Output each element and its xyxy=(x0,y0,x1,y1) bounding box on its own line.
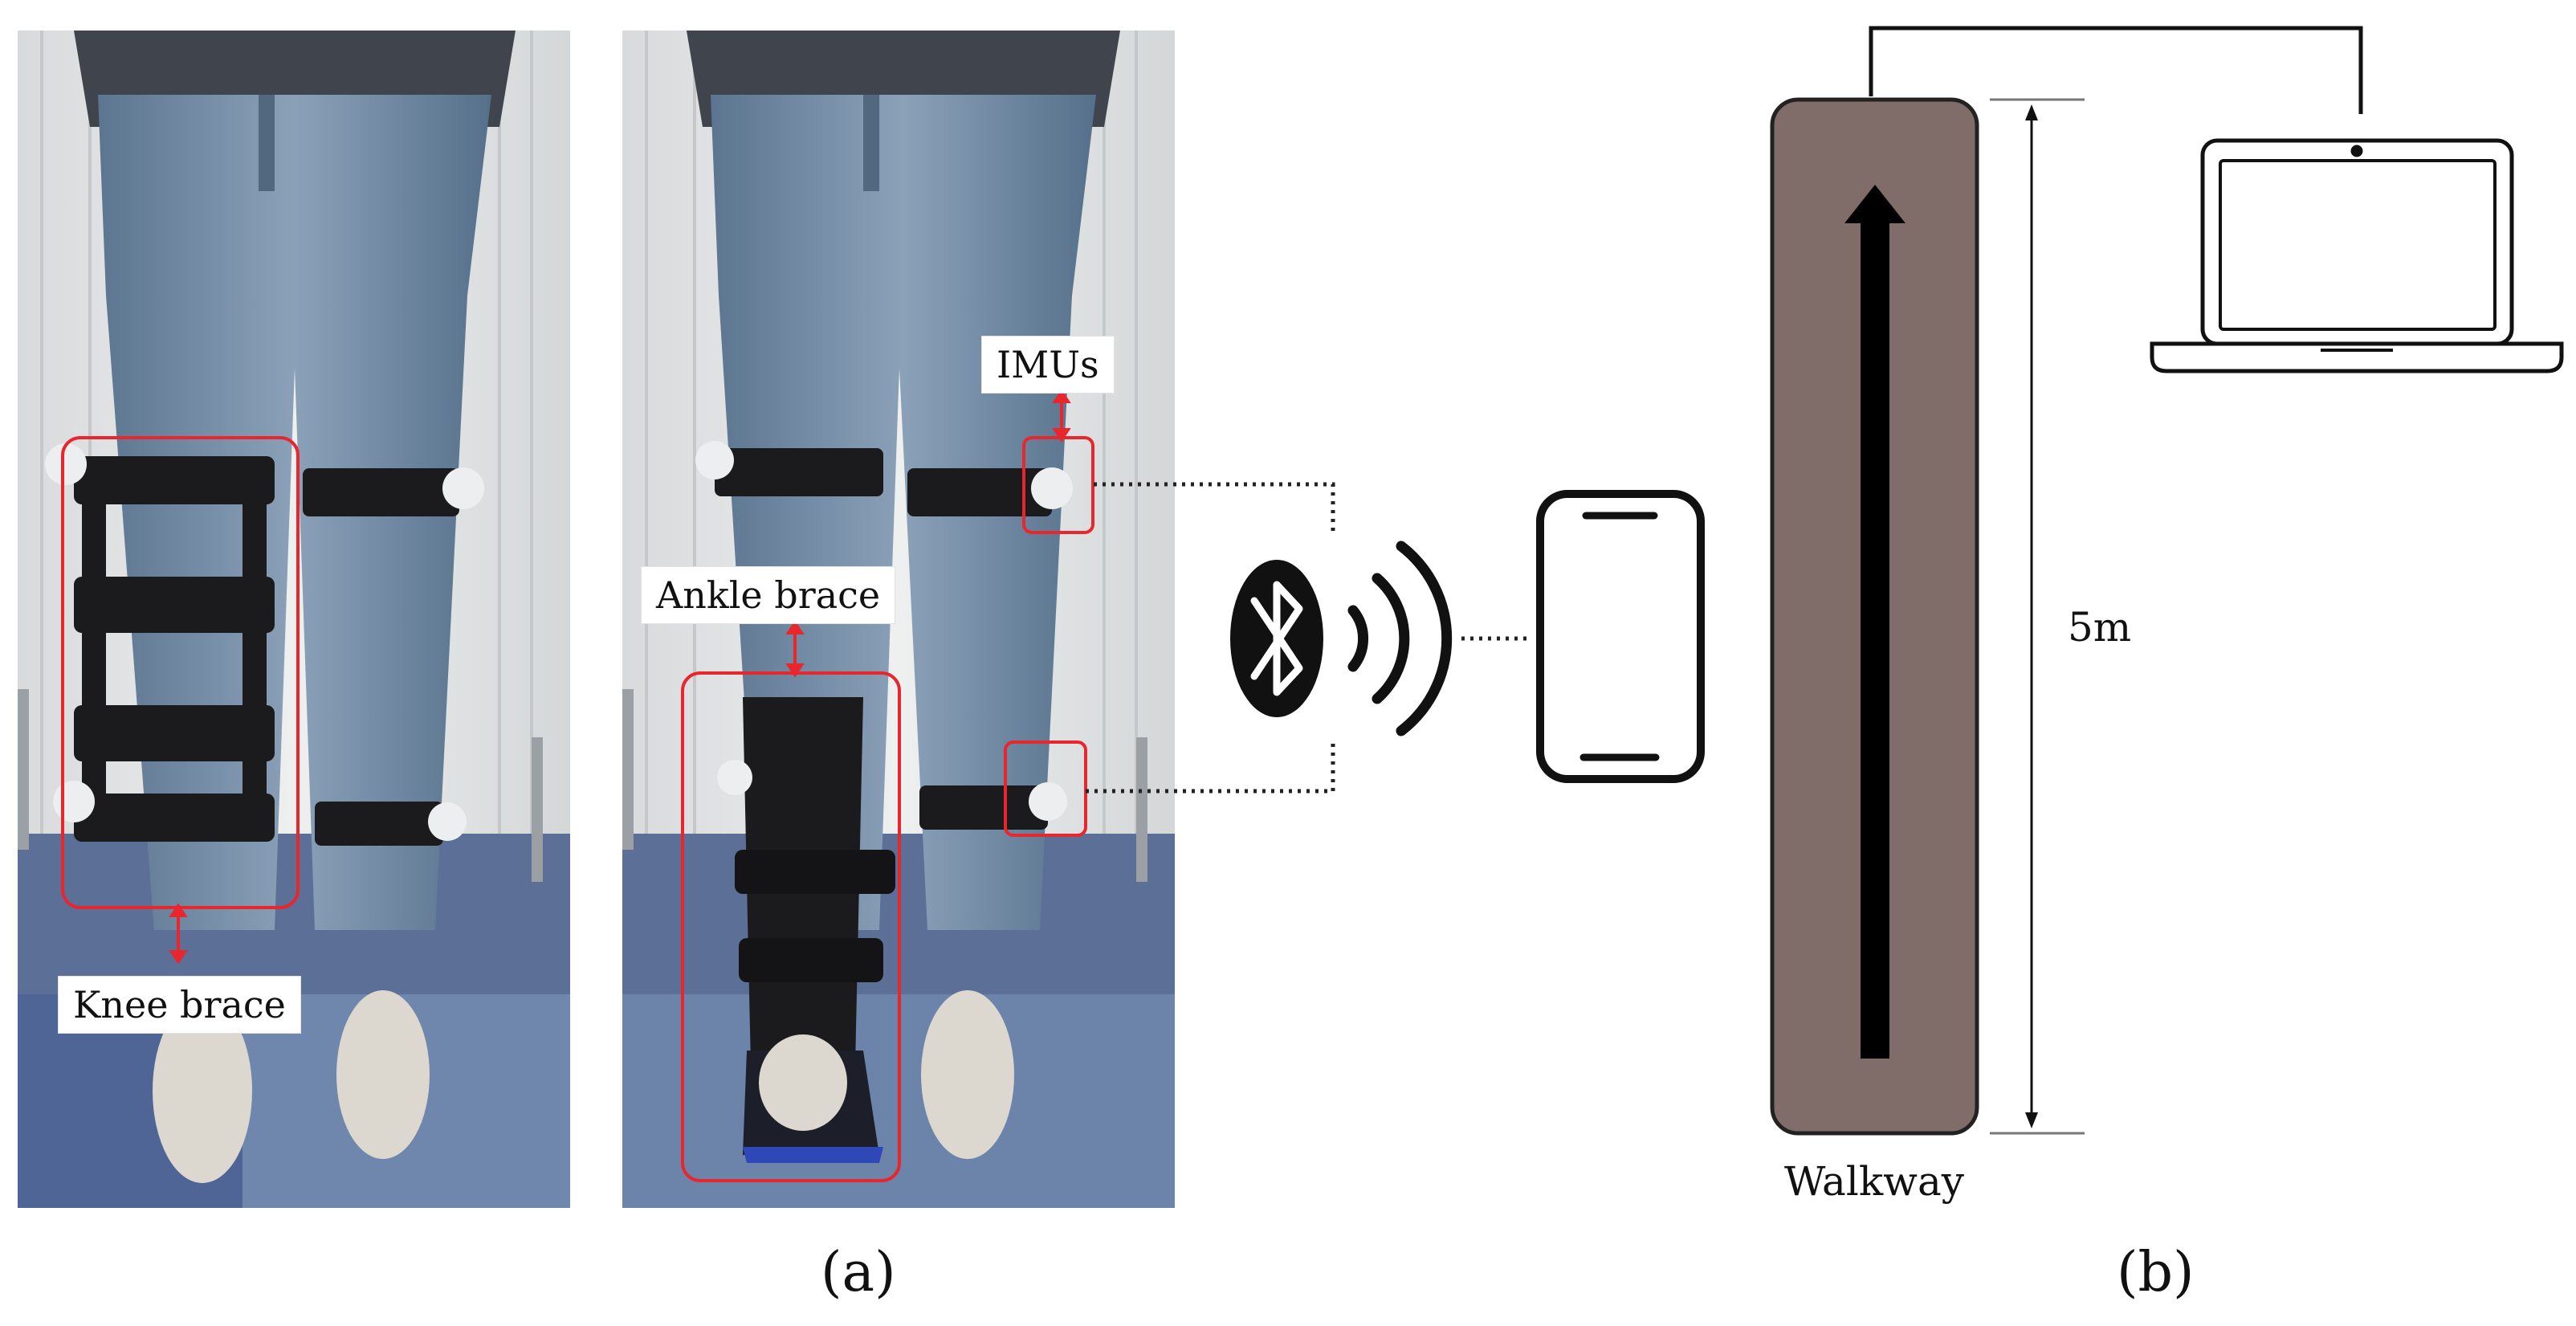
laptop-icon xyxy=(2150,138,2564,373)
panel-a-label: (a) xyxy=(821,1241,896,1304)
knee-brace-label: Knee brace xyxy=(58,976,301,1034)
ankle-brace-highlight xyxy=(681,671,901,1182)
imu-thigh-highlight xyxy=(1022,436,1094,534)
distance-label: 5m xyxy=(2068,604,2132,651)
bluetooth-icon xyxy=(1230,560,1323,717)
up-arrow-icon xyxy=(1844,185,1906,1059)
smartphone-icon xyxy=(1536,490,1705,783)
walkway-label: Walkway xyxy=(1784,1158,1964,1205)
imus-label: IMUs xyxy=(981,336,1115,394)
knee-brace-highlight xyxy=(61,436,300,909)
imu-shank-highlight xyxy=(1004,741,1087,837)
distance-dimension xyxy=(1990,98,2085,1135)
panel-b-label: (b) xyxy=(2117,1241,2195,1304)
wireless-signal-icon xyxy=(1347,541,1453,736)
ankle-brace-label: Ankle brace xyxy=(641,566,896,624)
